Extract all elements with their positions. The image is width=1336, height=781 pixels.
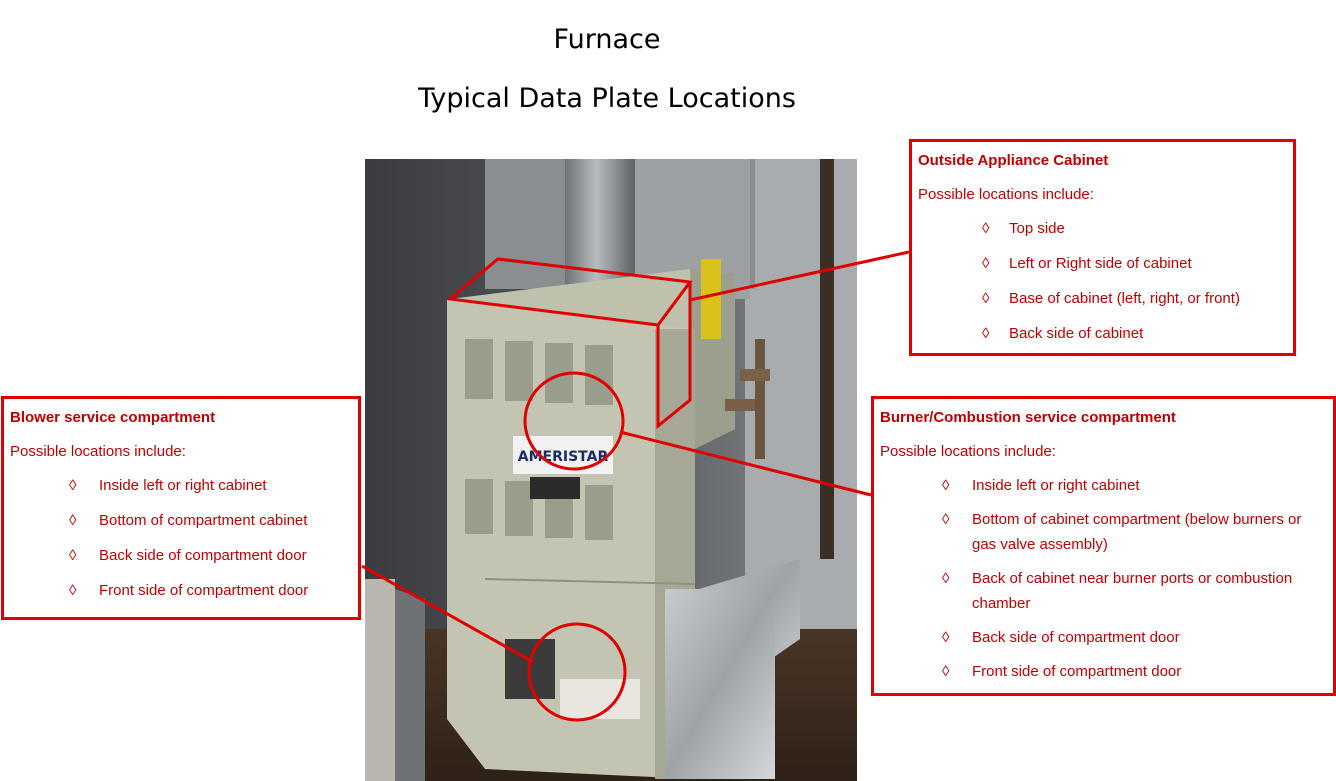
diamond-bullet-icon: ◊ [69,547,77,564]
furnace-photo: AMERISTAR [365,159,857,781]
page-subtitle: Typical Data Plate Locations [418,83,796,114]
callout-heading: Blower service compartment [10,409,216,426]
list-item: ◊Back side of cabinet [918,321,1287,346]
diamond-bullet-icon: ◊ [942,663,950,680]
brand-logo: AMERISTAR [518,449,609,465]
list-item: ◊Left or Right side of cabinet [918,251,1287,276]
list-item: ◊Inside left or right cabinet [880,473,1327,498]
diamond-bullet-icon: ◊ [982,325,990,342]
callout-intro: Possible locations include: [918,186,1094,203]
list-item: ◊Back side of compartment door [10,543,352,568]
callout-blower: Blower service compartment Possible loca… [1,396,361,620]
list-item: ◊Bottom of compartment cabinet [10,508,352,533]
callout-outside-cabinet: Outside Appliance Cabinet Possible locat… [909,139,1296,356]
list-item: ◊Top side [918,216,1287,241]
diamond-bullet-icon: ◊ [942,570,950,587]
callout-heading: Burner/Combustion service compartment [880,409,1176,426]
diamond-bullet-icon: ◊ [982,255,990,272]
list-item: ◊Front side of compartment door [10,578,352,603]
list-item: ◊Base of cabinet (left, right, or front) [918,286,1287,311]
diamond-bullet-icon: ◊ [982,220,990,237]
list-item: ◊Back of cabinet near burner ports or co… [880,566,1327,616]
diamond-bullet-icon: ◊ [942,511,950,528]
page-title: Furnace [553,24,661,55]
diamond-bullet-icon: ◊ [942,629,950,646]
list-item: ◊Inside left or right cabinet [10,473,352,498]
list-item: ◊Bottom of cabinet compartment (below bu… [880,507,1327,557]
diamond-bullet-icon: ◊ [69,582,77,599]
callout-intro: Possible locations include: [880,443,1056,460]
diamond-bullet-icon: ◊ [982,290,990,307]
list-item: ◊Front side of compartment door [880,659,1327,684]
callout-intro: Possible locations include: [10,443,186,460]
diamond-bullet-icon: ◊ [69,477,77,494]
diamond-bullet-icon: ◊ [69,512,77,529]
callout-burner: Burner/Combustion service compartment Po… [871,396,1336,696]
list-item: ◊Back side of compartment door [880,625,1327,650]
diamond-bullet-icon: ◊ [942,477,950,494]
callout-heading: Outside Appliance Cabinet [918,152,1109,169]
